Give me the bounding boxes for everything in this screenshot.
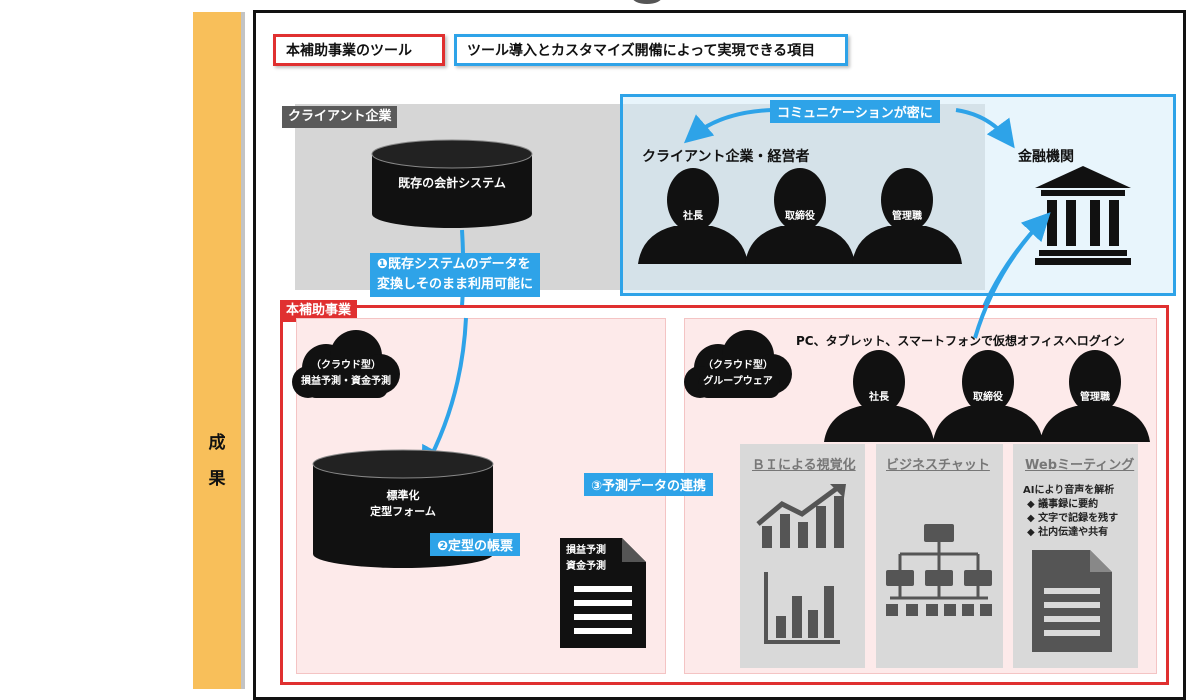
band-char-2: 果 [208, 469, 226, 489]
cloud2-line1: （クラウド型） [703, 360, 773, 371]
bi-title: ＢＩによる視覚化 [752, 458, 856, 473]
band-char-1: 成 [208, 433, 226, 453]
person-silhouette-icon [1040, 350, 1150, 442]
step1-line1: ❶既存システムのデータを [377, 257, 531, 272]
standard-db-line1: 標準化 [386, 489, 420, 502]
person-silhouette-icon [824, 350, 934, 442]
communication-label: コミュニケーションが密に [770, 100, 940, 123]
chat-title: ビジネスチャット [886, 458, 990, 473]
person-silhouette-icon [852, 168, 962, 264]
bi-column [740, 444, 865, 668]
web-line: ◆ 社内伝達や共有 [1027, 527, 1109, 538]
web-line: ◆ 議事録に要約 [1027, 499, 1099, 510]
person-label: 社長 [869, 392, 889, 403]
step2-label: ❷定型の帳票 [430, 533, 521, 556]
document-icon [560, 538, 646, 648]
person-silhouette-icon [745, 168, 855, 264]
document-icon [1032, 550, 1112, 652]
login-text: PC、タブレット、スマートフォンで仮想オフィスへログイン [796, 334, 1125, 348]
managers-title: クライアント企業・経営者 [642, 149, 810, 165]
bank-label: 金融機関 [1018, 149, 1074, 165]
cloud2-line2: グループウェア [703, 376, 773, 387]
band-shadow [241, 12, 245, 689]
database-icon [371, 139, 533, 228]
person-silhouette-icon [638, 168, 748, 264]
person-silhouette-icon [933, 350, 1043, 442]
person-label: 取締役 [973, 392, 1003, 403]
bank-icon [1035, 166, 1131, 265]
project-tag: 本補助事業 [280, 300, 358, 322]
step1-label: ❶既存システムのデータを 変換しそのまま利用可能に [370, 253, 541, 297]
web-line: AIにより音声を解析 [1023, 485, 1115, 496]
person-label: 社長 [683, 211, 703, 222]
forecast-doc-text: 損益予測 資金予測 [566, 543, 606, 575]
standard-db-line2: 定型フォーム [370, 505, 436, 518]
org-chart-icon [886, 524, 992, 616]
person-label: 管理職 [892, 211, 922, 222]
legend-tool: 本補助事業のツール [273, 34, 445, 66]
standard-db-text: 標準化 定型フォーム [313, 488, 493, 520]
client-tag: クライアント企業 [282, 106, 398, 128]
result-band: 成 果 [193, 12, 241, 689]
cloud1-line1: （クラウド型） [311, 360, 381, 371]
web-meeting-title: Webミーティング [1025, 458, 1135, 473]
cloud2-text: （クラウド型） グループウェア [678, 358, 798, 390]
cloud-icon [684, 330, 792, 398]
cloud1-text: （クラウド型） 損益予測・資金予測 [286, 358, 406, 390]
step3-label: ③予測データの連携 [584, 473, 714, 496]
cloud1-line2: 損益予測・資金予測 [301, 376, 391, 387]
step1-line2: 変換しそのまま利用可能に [377, 277, 534, 292]
cloud-icon [292, 330, 400, 398]
web-line: ◆ 文字で記録を残す [1027, 513, 1119, 524]
top-decoration [632, 0, 662, 4]
existing-db-label: 既存の会計システム [398, 176, 506, 190]
web-meeting-text: AIにより音声を解析 ◆ 議事録に要約 ◆ 文字で記録を残す ◆ 社内伝達や共有 [1023, 484, 1118, 540]
person-label: 取締役 [785, 211, 815, 222]
bar-chart-icon [764, 572, 840, 644]
forecast-doc-line2: 資金予測 [566, 561, 606, 572]
trend-chart-icon [756, 483, 846, 548]
person-label: 管理職 [1080, 392, 1110, 403]
legend-outcome: ツール導入とカスタマイズ開備によって実現できる項目 [454, 34, 848, 66]
forecast-doc-line1: 損益予測 [566, 545, 606, 556]
